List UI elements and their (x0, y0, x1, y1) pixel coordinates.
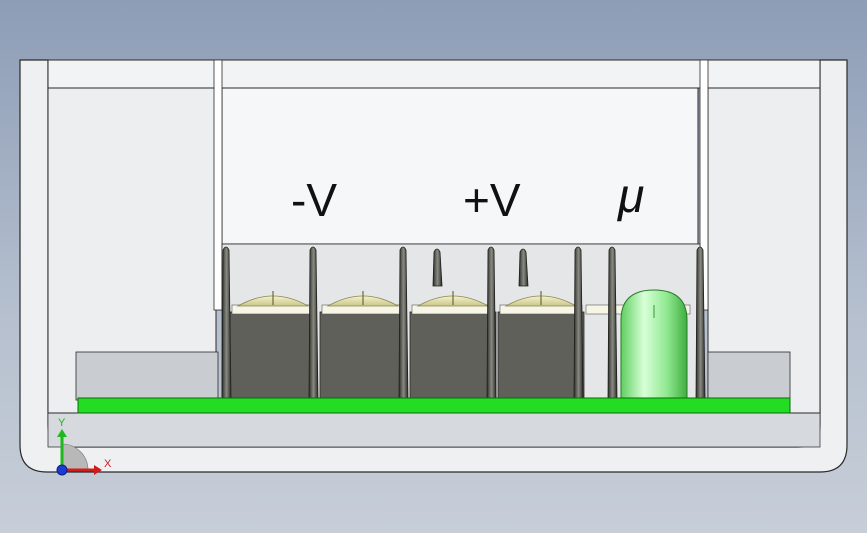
led-body (620, 289, 688, 399)
label-minus-v: -V (291, 174, 337, 226)
z-axis-dot (56, 464, 68, 476)
pcb (77, 397, 791, 414)
separator-fin (432, 248, 443, 287)
separator-fin (486, 246, 497, 399)
y-axis-arrow-head (57, 429, 67, 437)
enclosure-base (47, 412, 821, 448)
x-axis-label: X (104, 458, 112, 470)
separator-fins (221, 246, 706, 399)
terminal-block-group (229, 291, 691, 399)
led (620, 289, 688, 399)
coordinate-triad: X Y (56, 417, 112, 476)
y-axis-label: Y (58, 417, 66, 429)
separator-fin (518, 248, 529, 287)
separator-fin (695, 246, 706, 399)
terminal-block (319, 311, 407, 399)
left-standoff (75, 351, 219, 401)
label-plus-v: +V (463, 174, 521, 226)
label-mu: μ (616, 170, 644, 223)
left-post (213, 59, 223, 311)
terminal-block (497, 311, 585, 399)
terminal-block (229, 311, 317, 399)
separator-fin (221, 246, 232, 399)
right-standoff (707, 351, 791, 401)
separator-fin (573, 246, 584, 399)
terminal-block (409, 311, 497, 399)
separator-fin (398, 246, 409, 399)
separator-fin (607, 246, 618, 399)
x-axis-arrow-head (94, 465, 102, 475)
separator-fin (308, 246, 319, 399)
